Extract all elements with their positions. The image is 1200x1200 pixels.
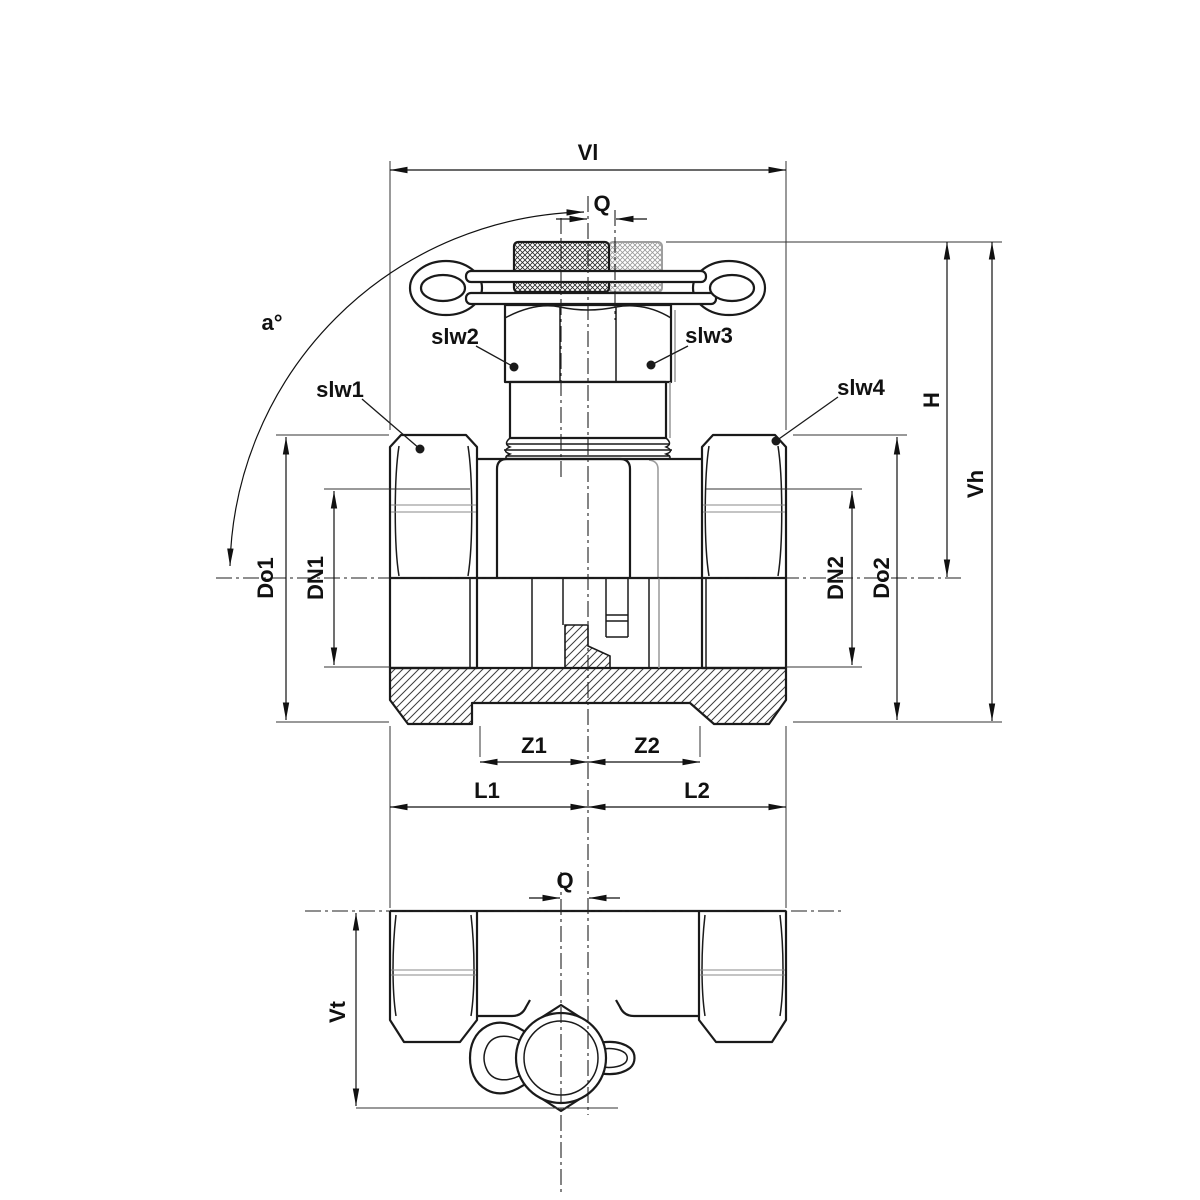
dimension-do2: Do2 — [869, 437, 901, 720]
do2-label: Do2 — [869, 557, 894, 599]
union-nut-right-outline — [700, 433, 788, 670]
underside-web-left — [477, 999, 531, 1018]
dimension-l1: L1 — [390, 778, 588, 811]
wing-left-inner — [483, 1035, 524, 1081]
dimensions: Vl Q a° slw1 slw2 slw3 s — [227, 140, 996, 1106]
vl-label: Vl — [578, 140, 599, 165]
gland-hex-nut — [503, 303, 676, 384]
union-nut-left-outline — [388, 433, 479, 670]
dn2-label: DN2 — [823, 556, 848, 600]
bonnet-neck-outline — [495, 457, 632, 578]
leader-slw3: slw3 — [646, 323, 733, 370]
dimension-h: H — [919, 242, 951, 577]
dimension-z2: Z2 — [588, 733, 700, 766]
leader-slw4: slw4 — [771, 375, 886, 446]
dimension-q-top: Q — [556, 191, 647, 223]
handle-left-loop-inner — [419, 273, 467, 303]
slw1-label: slw1 — [316, 377, 364, 402]
stem-slot — [605, 578, 629, 638]
slw4-dot — [771, 436, 781, 446]
dimension-vl: Vl — [390, 140, 786, 174]
leader-slw1: slw1 — [316, 377, 425, 454]
bottom-nut-left — [388, 911, 479, 1044]
gland-cylinder — [508, 380, 671, 440]
z2-label: Z2 — [634, 733, 660, 758]
bonnet-neck — [477, 457, 702, 578]
underside-web-right — [615, 999, 699, 1018]
bellows-right-pinch — [663, 437, 672, 460]
angle-label: a° — [261, 310, 282, 335]
dimension-q-bottom: Q — [529, 868, 620, 902]
bottom-nut-right — [697, 911, 788, 1044]
slw3-label: slw3 — [685, 323, 733, 348]
handle-right-loop-inner — [708, 273, 756, 303]
dimension-l2: L2 — [588, 778, 786, 811]
vh-label: Vh — [963, 470, 988, 498]
leader-slw2: slw2 — [431, 324, 519, 372]
l2-label: L2 — [684, 778, 710, 803]
h-label: H — [919, 392, 944, 408]
q-bottom-label: Q — [556, 868, 573, 893]
vt-label: Vt — [325, 1000, 350, 1023]
dimension-z1: Z1 — [480, 733, 588, 766]
dn1-label: DN1 — [303, 556, 328, 600]
wing-toggle-bottom — [468, 1003, 636, 1113]
slw4-label: slw4 — [837, 375, 885, 400]
bottom-view — [388, 909, 788, 1113]
slw2-label: slw2 — [431, 324, 479, 349]
dimension-vh: Vh — [963, 242, 996, 721]
union-nut-left — [388, 433, 479, 670]
l1-label: L1 — [474, 778, 500, 803]
handle-lower-bar — [464, 291, 718, 306]
dimension-dn2: DN2 — [823, 491, 856, 665]
wing-left — [468, 1021, 529, 1095]
dimension-do1: Do1 — [253, 437, 290, 720]
dimension-angle: a° — [227, 209, 585, 567]
q-top-label: Q — [593, 191, 610, 216]
do1-label: Do1 — [253, 557, 278, 599]
knurled-cap-overlay-half — [608, 241, 663, 293]
slw2-dot — [509, 362, 519, 372]
slw3-dot — [646, 360, 656, 370]
dimension-dn1: DN1 — [303, 491, 338, 665]
bonnet-neck-overlay-edge — [648, 459, 659, 578]
valve-seat-wedge — [564, 624, 611, 669]
slw1-dot — [415, 444, 425, 454]
dimension-vt: Vt — [325, 913, 360, 1106]
union-nut-right — [700, 433, 788, 670]
wing-right-inner — [596, 1047, 628, 1069]
handle-upper-bar — [464, 269, 708, 284]
z1-label: Z1 — [521, 733, 547, 758]
